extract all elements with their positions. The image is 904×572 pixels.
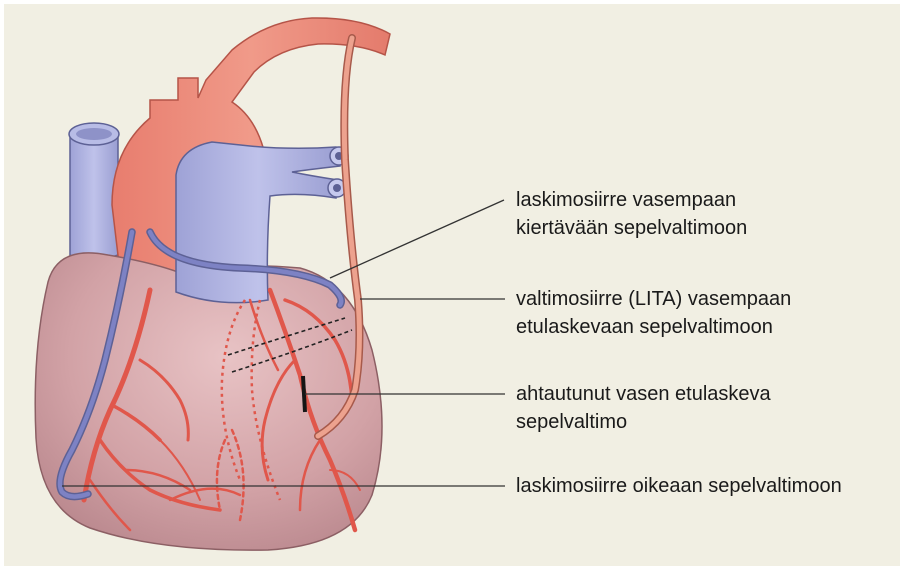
stenosis-marker bbox=[303, 376, 305, 412]
label-stenosis-line1: ahtautunut vasen etulaskeva bbox=[516, 380, 771, 408]
label-lita-graft-line1: valtimosiirre (LITA) vasempaan bbox=[516, 285, 791, 313]
label-stenosis: ahtautunut vasen etulaskeva sepelvaltimo bbox=[516, 380, 771, 436]
superior-vena-cava bbox=[69, 123, 119, 260]
label-bypass-circumflex-line1: laskimosiirre vasempaan bbox=[516, 186, 747, 214]
label-bypass-circumflex-line2: kiertävään sepelvaltimoon bbox=[516, 214, 747, 242]
label-bypass-right-line1: laskimosiirre oikeaan sepelvaltimoon bbox=[516, 472, 842, 500]
label-lita-graft-line2: etulaskevaan sepelvaltimoon bbox=[516, 313, 791, 341]
label-bypass-right: laskimosiirre oikeaan sepelvaltimoon bbox=[516, 472, 842, 500]
label-stenosis-line2: sepelvaltimo bbox=[516, 408, 771, 436]
label-lita-graft: valtimosiirre (LITA) vasempaan etulaskev… bbox=[516, 285, 791, 341]
label-bypass-circumflex: laskimosiirre vasempaan kiertävään sepel… bbox=[516, 186, 747, 242]
